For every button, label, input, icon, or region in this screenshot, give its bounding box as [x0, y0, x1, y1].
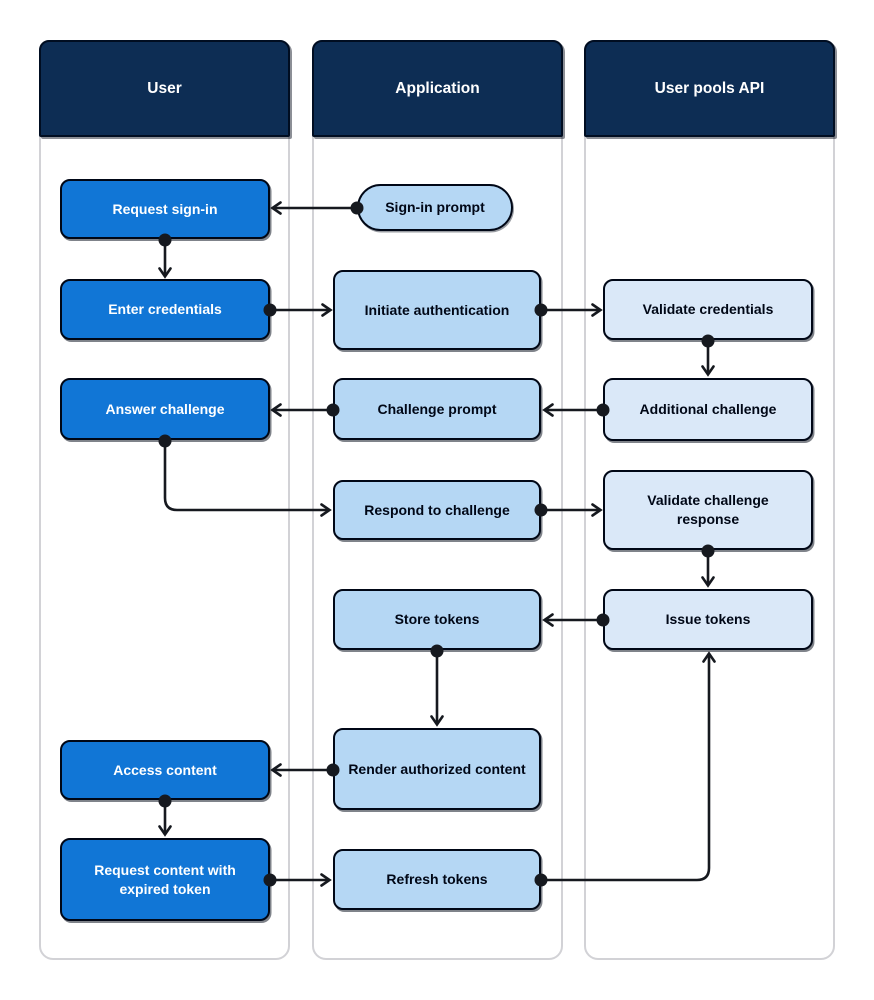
node-issue-tokens: Issue tokens: [603, 589, 813, 650]
node-request-sign-in: Request sign-in: [60, 179, 270, 239]
node-challenge-prompt: Challenge prompt: [333, 378, 541, 440]
node-render-authorized-content: Render authorized content: [333, 728, 541, 810]
node-validate-credentials: Validate credentials: [603, 279, 813, 340]
node-store-tokens: Store tokens: [333, 589, 541, 650]
node-answer-challenge: Answer challenge: [60, 378, 270, 440]
node-access-content: Access content: [60, 740, 270, 800]
node-additional-challenge: Additional challenge: [603, 378, 813, 441]
lane-header-user: User: [39, 40, 290, 137]
node-respond-to-challenge: Respond to challenge: [333, 480, 541, 540]
node-initiate-authentication: Initiate authentication: [333, 270, 541, 350]
node-validate-challenge-response: Validate challenge response: [603, 470, 813, 550]
lane-header-application: Application: [312, 40, 563, 137]
swimlane-user: [39, 40, 290, 960]
lane-header-user-pools-api: User pools API: [584, 40, 835, 137]
node-sign-in-prompt: Sign-in prompt: [357, 184, 513, 231]
node-enter-credentials: Enter credentials: [60, 279, 270, 340]
node-refresh-tokens: Refresh tokens: [333, 849, 541, 910]
node-request-content-with-expired-token: Request content with expired token: [60, 838, 270, 921]
